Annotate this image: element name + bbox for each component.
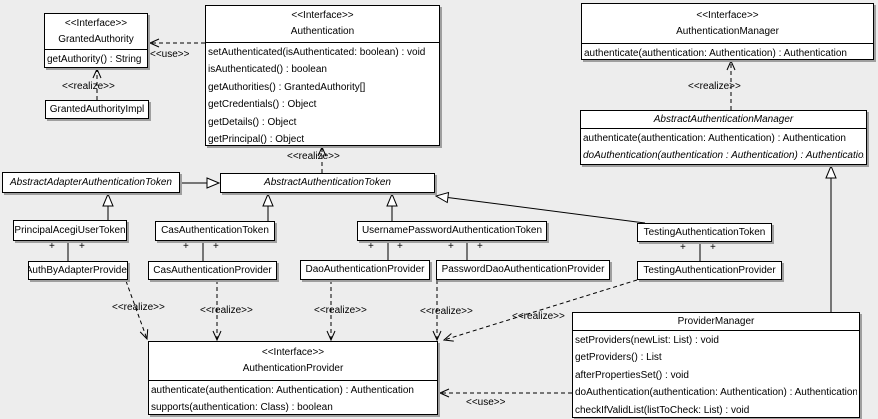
class-name: AbstractAuthenticationToken <box>264 177 391 188</box>
method-row: getPrincipal() : Object <box>208 134 305 146</box>
class-name: PrincipalAcegiUserToken <box>14 224 126 236</box>
realize-label: <<realize>> <box>200 305 253 316</box>
association-plus: + <box>477 241 483 252</box>
class-name: PasswordDaoAuthenticationProvider <box>441 264 605 275</box>
method-row: setAuthenticated(isAuthenticated: boolea… <box>208 47 426 58</box>
method-row: authenticate(authentication: Authenticat… <box>583 133 846 144</box>
method-row: getProviders() : List <box>575 352 662 364</box>
association-plus: + <box>680 242 686 253</box>
class-name: GrantedAuthority <box>58 33 134 45</box>
realize-label: <<realize>> <box>112 302 165 313</box>
class-granted-authority[interactable]: <<Interface>> GrantedAuthority getAuthor… <box>44 13 148 68</box>
class-name: AuthByAdapterProvider <box>28 264 128 276</box>
class-name: DaoAuthenticationProvider <box>305 264 425 275</box>
method-row: getCredentials() : Object <box>208 99 317 111</box>
association-plus: + <box>448 241 454 252</box>
class-name: AuthenticationProvider <box>242 363 344 374</box>
class-granted-authority-impl[interactable]: GrantedAuthorityImpl <box>45 100 149 119</box>
method-row: doAuthentication(authentication : Authen… <box>583 150 864 162</box>
stereotype-label: <<Interface>> <box>291 10 354 21</box>
class-name: GrantedAuthorityImpl <box>49 103 145 115</box>
method-row: getDetails() : Object <box>208 116 297 128</box>
association-plus: + <box>397 241 403 252</box>
class-name: TestingAuthenticationProvider <box>643 264 776 276</box>
realize-label: <<realize>> <box>688 81 741 92</box>
class-cas-authentication-token[interactable]: CasAuthenticationToken <box>155 221 275 241</box>
class-authentication-provider[interactable]: <<Interface>> AuthenticationProvider aut… <box>148 341 438 415</box>
class-name: AbstractAdapterAuthenticationToken <box>10 176 172 188</box>
association-plus: + <box>213 241 219 252</box>
method-row: afterPropertiesSet() : void <box>575 369 689 381</box>
method-row: getAuthorities() : GrantedAuthority[] <box>208 81 366 93</box>
association-plus: + <box>49 241 55 252</box>
class-name: AbstractAuthenticationManager <box>653 113 794 125</box>
edge-gen-testingtoken-abstracttoken <box>436 196 646 224</box>
stereotype-label: <<Interface>> <box>64 17 128 29</box>
class-name: ProviderManager <box>677 315 755 327</box>
use-label: <<use>> <box>466 397 506 408</box>
class-authentication[interactable]: <<Interface>> Authentication setAuthenti… <box>205 5 440 146</box>
method-row: setProviders(newList: List) : void <box>575 335 719 346</box>
association-plus: + <box>710 242 716 253</box>
class-auth-by-adapter-provider[interactable]: AuthByAdapterProvider <box>28 261 128 280</box>
class-testing-authentication-token[interactable]: TestingAuthenticationToken <box>637 223 772 242</box>
realize-label: <<realize>> <box>314 305 367 316</box>
realize-label: <<realize>> <box>62 81 115 92</box>
stereotype-label: <<Interface>> <box>696 9 759 21</box>
class-cas-authentication-provider[interactable]: CasAuthenticationProvider <box>148 261 277 280</box>
realize-label: <<realize>> <box>420 306 473 317</box>
class-testing-authentication-provider[interactable]: TestingAuthenticationProvider <box>637 261 782 280</box>
method-row: authenticate(authentication: Authenticat… <box>151 385 414 396</box>
class-dao-authentication-provider[interactable]: DaoAuthenticationProvider <box>300 260 430 280</box>
class-username-password-authentication-token[interactable]: UsernamePasswordAuthenticationToken <box>357 221 547 241</box>
class-abstract-authentication-token[interactable]: AbstractAuthenticationToken <box>220 173 435 193</box>
class-name: CasAuthenticationProvider <box>153 264 272 276</box>
realize-label: <<realize>> <box>512 311 565 322</box>
class-abstract-adapter-authentication-token[interactable]: AbstractAdapterAuthenticationToken <box>2 172 180 193</box>
method-row: doAuthentication(authentication: Authent… <box>575 387 857 399</box>
class-name: Authentication <box>290 26 355 37</box>
class-password-dao-authentication-provider[interactable]: PasswordDaoAuthenticationProvider <box>436 260 610 280</box>
association-plus: + <box>368 241 374 252</box>
use-label: <<use>> <box>150 49 190 60</box>
method-row: checkIfValidList(listToCheck: List) : vo… <box>575 404 750 416</box>
stereotype-label: <<Interface>> <box>261 347 325 358</box>
method-row: getAuthority() : String <box>47 54 142 65</box>
association-plus: + <box>183 241 189 252</box>
class-name: UsernamePasswordAuthenticationToken <box>361 225 543 236</box>
class-principal-acegi-user-token[interactable]: PrincipalAcegiUserToken <box>13 220 127 241</box>
method-row: isAuthenticated() : boolean <box>208 64 327 76</box>
method-row: authenticate(authentication: Authenticat… <box>584 48 847 59</box>
method-row: supports(authentication: Class) : boolea… <box>151 402 333 414</box>
association-plus: + <box>79 241 85 252</box>
class-name: CasAuthenticationToken <box>161 225 269 236</box>
class-name: AuthenticationManager <box>676 25 779 37</box>
class-provider-manager[interactable]: ProviderManager setProviders(newList: Li… <box>572 312 860 418</box>
realize-label: <<realize>> <box>287 151 340 162</box>
class-name: TestingAuthenticationToken <box>643 226 766 238</box>
class-authentication-manager[interactable]: <<Interface>> AuthenticationManager auth… <box>581 3 874 60</box>
class-abstract-authentication-manager[interactable]: AbstractAuthenticationManager authentica… <box>580 110 867 165</box>
